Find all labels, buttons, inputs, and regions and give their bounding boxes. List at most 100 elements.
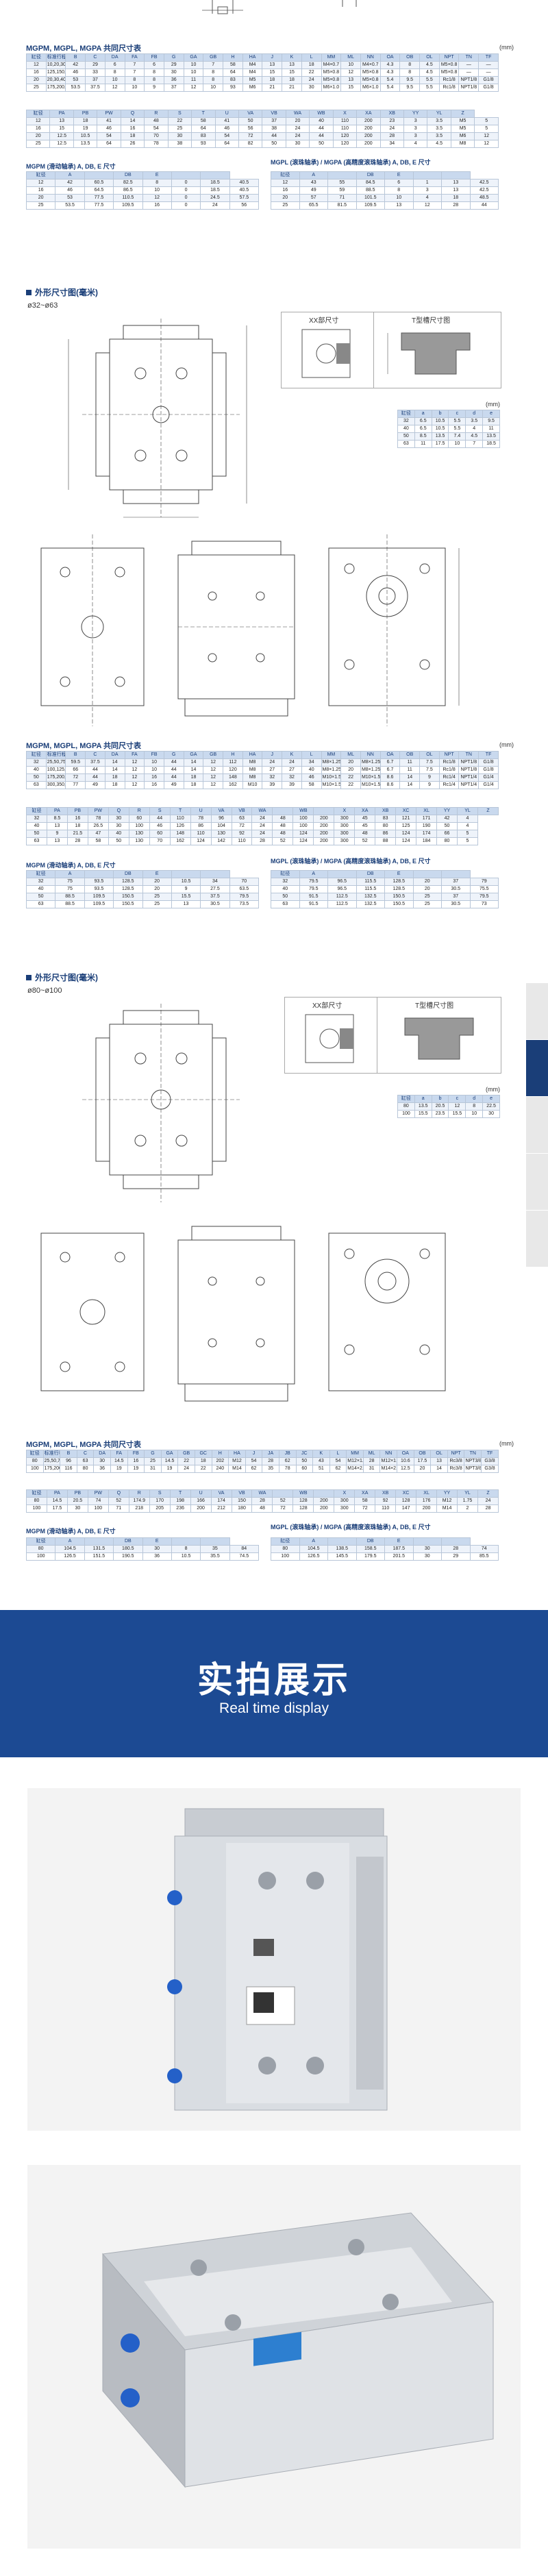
- table-cell: 80: [375, 822, 397, 830]
- table-cell: 50: [309, 140, 334, 148]
- table-cell: 65.5: [299, 201, 328, 210]
- table-header-cell: FB: [127, 1450, 145, 1458]
- table-cell: M5×0.8: [321, 69, 342, 77]
- table-cell: 5: [474, 117, 499, 125]
- table-cell: M10×1.5: [360, 773, 381, 782]
- table-cell: 46: [97, 125, 121, 133]
- table-cell: 162: [223, 781, 243, 789]
- table-header-cell: MM: [321, 53, 342, 62]
- table-cell: 190: [416, 822, 438, 830]
- table-cell: 138.5: [327, 1545, 357, 1553]
- table-cell: 0: [171, 201, 201, 210]
- table-cell: 109.5: [113, 201, 143, 210]
- table-cell: 37: [85, 76, 105, 84]
- table-header-cell: TF: [481, 1450, 499, 1458]
- s3-common-unit: (mm): [499, 1440, 514, 1447]
- table-cell: 100: [292, 815, 314, 823]
- table-header-cell: DB: [113, 171, 143, 179]
- table-cell: 86: [375, 830, 397, 838]
- table-header-cell: E: [142, 1537, 172, 1546]
- table-cell: 34: [379, 140, 405, 148]
- table-cell: 5.4: [379, 76, 401, 84]
- table-cell: 88.5: [55, 893, 85, 901]
- table-cell: 8: [399, 69, 421, 77]
- table-cell: 300: [334, 1504, 356, 1513]
- table-cell: 38: [167, 140, 192, 148]
- table-cell: 5: [457, 837, 478, 845]
- table-cell: 12: [26, 61, 47, 69]
- table-cell: 8.6: [379, 781, 401, 789]
- side-nav-tabs: [526, 983, 548, 1267]
- table-cell: 15: [262, 69, 283, 77]
- side-tab-1[interactable]: [526, 983, 548, 1040]
- table-cell: M12×1.75: [346, 1457, 364, 1465]
- table-cell: —: [458, 61, 480, 69]
- table-cell: 31: [362, 1465, 381, 1473]
- table-cell: 12: [25, 179, 56, 187]
- table-cell: 86: [190, 822, 212, 830]
- table-row: 8025,50,75,100,125,15096633014.5162514.5…: [26, 1457, 499, 1465]
- table-cell: 200: [313, 1497, 335, 1505]
- s2-adbe-left-title: MGPM (滑动轴承) A, DB, E 尺寸: [26, 862, 116, 869]
- table-cell: 16: [144, 773, 164, 782]
- table-cell: 100: [292, 822, 314, 830]
- table-cell: M6×1.0: [360, 84, 381, 92]
- table-cell: 63: [397, 440, 415, 448]
- table-cell: 8: [104, 69, 125, 77]
- table-cell: 28: [66, 837, 88, 845]
- table-cell: 83: [223, 76, 243, 84]
- table-cell: M14×2.0: [346, 1465, 364, 1473]
- table-cell: 190.5: [113, 1552, 143, 1561]
- table-header-cell: YY: [436, 807, 458, 815]
- table-cell: 24: [282, 758, 302, 767]
- table-cell: 13.5: [414, 1102, 432, 1111]
- table-cell: 150.5: [384, 893, 414, 901]
- table-row: 50175,200,2507244181216441812148M8323246…: [26, 773, 499, 782]
- table-cell: 187.5: [384, 1545, 414, 1553]
- table-cell: 142: [210, 837, 232, 845]
- table-cell: 44: [469, 201, 499, 210]
- table-cell: 72: [272, 1504, 294, 1513]
- side-tab-2[interactable]: [526, 1040, 548, 1097]
- side-tab-3[interactable]: [526, 1097, 548, 1154]
- s2-heading: 外形尺寸图(毫米): [26, 286, 98, 298]
- table-cell: 75: [55, 878, 85, 886]
- table-cell: 44: [309, 125, 334, 133]
- table-cell: 41: [97, 117, 121, 125]
- table-cell: 50: [397, 432, 415, 441]
- table-cell: 37: [441, 878, 471, 886]
- table-cell: 31: [144, 1465, 162, 1473]
- table-cell: 12: [340, 69, 361, 77]
- table-cell: 54: [97, 132, 121, 140]
- side-tab-5[interactable]: [526, 1211, 548, 1267]
- table-header-cell: WB: [292, 807, 314, 815]
- table-cell: 29: [441, 1552, 471, 1561]
- table-cell: 28: [441, 201, 471, 210]
- table-cell: 23.5: [431, 1110, 449, 1118]
- table-cell: 25: [142, 900, 172, 908]
- table-cell: 72: [354, 1504, 376, 1513]
- table-cell: 32: [397, 417, 415, 425]
- table-header-cell: WA: [251, 807, 273, 815]
- table-header-cell: X: [332, 110, 358, 118]
- table-cell: 77.5: [84, 201, 114, 210]
- side-tab-4[interactable]: [526, 1154, 548, 1211]
- table-cell: M6: [450, 132, 475, 140]
- table-header-cell: J: [262, 53, 283, 62]
- table-cell: 13: [46, 837, 68, 845]
- table-cell: 74: [87, 1497, 109, 1505]
- table-header-cell: 缸径: [271, 870, 300, 878]
- table-cell: 63: [231, 815, 253, 823]
- table-header-cell: [200, 870, 230, 878]
- table-header-cell: L: [329, 1450, 347, 1458]
- table-cell: 40: [26, 766, 47, 774]
- table-cell: 39: [262, 781, 283, 789]
- table-header-cell: VB: [231, 1489, 253, 1498]
- table-cell: M4×0.7: [321, 61, 342, 69]
